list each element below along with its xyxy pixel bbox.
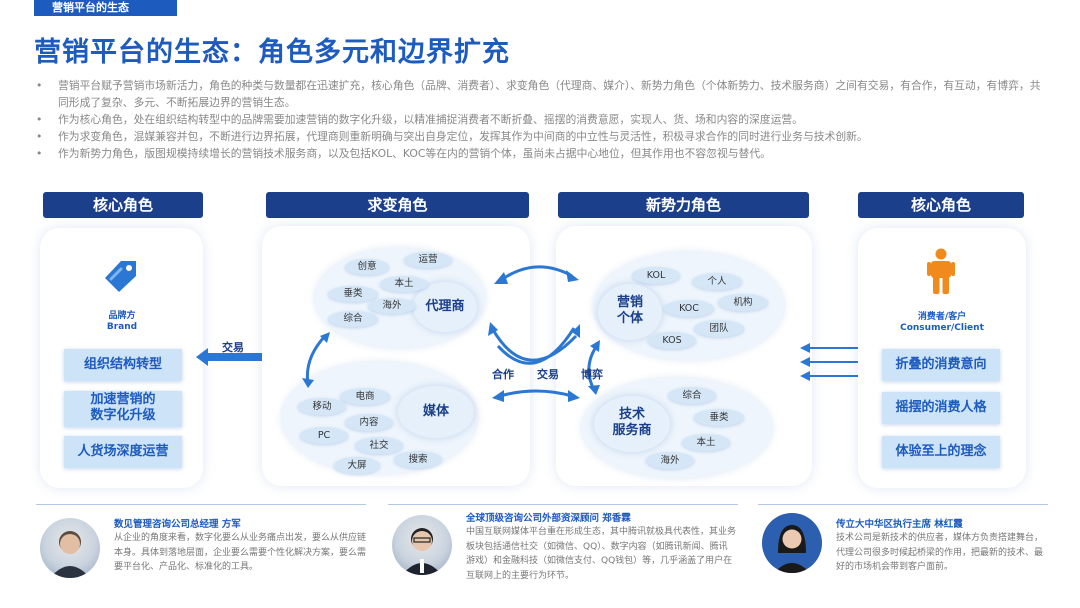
bullet-item: 营销平台赋予营销市场新活力，角色的种类与数量都在迅速扩充，核心角色（品牌、消费者… [36, 77, 1046, 111]
agency-hub: 代理商 [413, 282, 477, 332]
agency-tag: 创意 [345, 259, 389, 275]
consumer-arrows [800, 343, 860, 381]
trade-arrow [196, 348, 274, 366]
section-tag: 营销平台的生态 [34, 0, 177, 16]
header-core-left: 核心角色 [43, 192, 203, 218]
tech-tag: 垂类 [694, 409, 744, 426]
consumer-item-2: 摇摆的消费人格 [882, 392, 1000, 424]
interaction-arrows [488, 265, 580, 402]
media-tag: 社交 [355, 437, 403, 454]
media-tag: 电商 [340, 388, 390, 405]
consumer-item-1: 折叠的消费意向 [882, 349, 1000, 381]
avatar-lin-hongxia [762, 513, 822, 573]
quote-divider [36, 504, 366, 505]
individual-tag: 个人 [692, 273, 742, 290]
brand-item-3: 人货场深度运营 [64, 436, 182, 468]
person-icon [927, 248, 955, 294]
tech-tag: 本土 [682, 434, 730, 451]
consumer-label: 消费者/客户 Consumer/Client [892, 312, 992, 334]
media-tag: 大屏 [334, 457, 380, 474]
individual-tag: KOS [648, 332, 696, 349]
quote-author-1: 数见管理咨询公司总经理 方军 [114, 519, 241, 530]
bullet-item: 作为核心角色，处在组织结构转型中的品牌需要加速营销的数字化升级，以精准捕捉消费者… [36, 111, 1046, 128]
quote-author-3: 传立大中华区执行主席 林红霞 [836, 519, 963, 530]
consumer-label-en: Consumer/Client [900, 323, 984, 333]
bullet-item: 作为求变角色，混媒兼容并包，不断进行边界拓展，代理商则重新明确与突出自身定位，发… [36, 128, 1046, 145]
consumer-item-3: 体验至上的理念 [882, 436, 1000, 468]
avatar-zheng-xianglin [392, 515, 452, 575]
quote-author-2: 全球顶级咨询公司外部资深顾问 郑香霖 [466, 513, 631, 524]
quote-text-2: 中国互联网媒体平台重在形成生态，其中腾讯就极具代表性，其业务板块包括通信社交（如… [466, 527, 737, 581]
agency-tag: 本土 [380, 276, 428, 292]
consumer-label-cn: 消费者/客户 [917, 312, 967, 322]
agency-tag: 海外 [368, 298, 416, 314]
individual-tech-arrow [587, 340, 600, 395]
price-tag-icon [103, 258, 139, 294]
header-new-force: 新势力角色 [558, 192, 809, 218]
bullet-item: 作为新势力角色，版图规模持续增长的营销技术服务商，以及包括KOL、KOC等在内的… [36, 145, 1046, 162]
quote-text-3: 技术公司是新技术的供应者，媒体方负责搭建舞台，代理公司很多时候起桥梁的作用，把最… [836, 533, 1044, 572]
individual-tag: 机构 [718, 294, 768, 311]
trade-label: 交易 [222, 341, 244, 354]
media-tag: PC [300, 427, 348, 444]
tech-tag: 海外 [646, 452, 694, 469]
individual-hub: 营销 个体 [598, 284, 662, 340]
individual-tag: 团队 [694, 320, 744, 337]
media-tag: 内容 [345, 414, 393, 431]
quote-divider [388, 504, 738, 505]
game-label: 博弈 [581, 368, 603, 381]
quote-divider [758, 504, 1048, 505]
brand-item-2: 加速营销的 数字化升级 [64, 391, 182, 427]
brand-item-1: 组织结构转型 [64, 349, 182, 381]
header-core-right: 核心角色 [858, 192, 1024, 218]
trade-mid-label: 交易 [537, 368, 559, 381]
tech-hub: 技术 服务商 [594, 396, 670, 452]
agency-tag: 综合 [328, 311, 378, 327]
tech-tag: 综合 [668, 387, 716, 404]
quote-text-1: 从企业的角度来看，数字化要么从业务痛点出发，要么从供应链本身。具体到落地层面，企… [114, 533, 367, 572]
agency-media-arrow [302, 332, 330, 388]
individual-tag: KOL [632, 267, 680, 284]
media-tag: 移动 [298, 398, 346, 415]
page-title: 营销平台的生态：角色多元和边界扩充 [34, 37, 510, 68]
agency-tag: 垂类 [328, 286, 378, 302]
brand-label: 品牌方 Brand [80, 311, 164, 333]
individual-tag: KOC [664, 300, 714, 317]
avatar-fang-jun [40, 518, 100, 578]
agency-tag: 运营 [404, 252, 452, 268]
media-hub: 媒体 [398, 386, 474, 438]
brand-label-cn: 品牌方 [108, 311, 136, 321]
header-change: 求变角色 [266, 192, 529, 218]
cooperate-label: 合作 [492, 368, 514, 381]
brand-label-en: Brand [106, 322, 138, 332]
intro-bullets: 营销平台赋予营销市场新活力，角色的种类与数量都在迅速扩充，核心角色（品牌、消费者… [36, 77, 1046, 162]
media-tag: 搜索 [394, 451, 442, 468]
